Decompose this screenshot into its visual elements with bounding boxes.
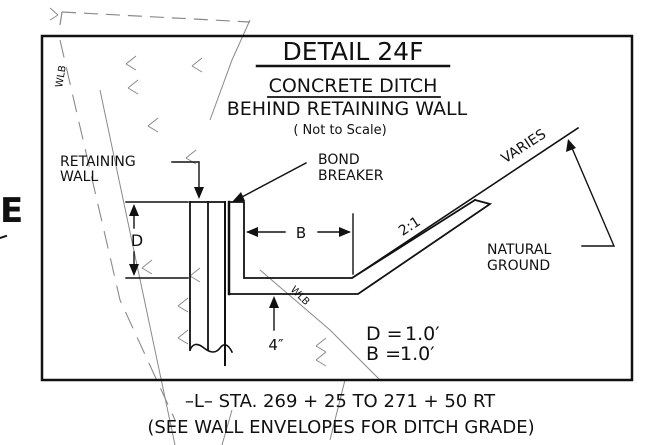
retaining-wall <box>188 201 234 366</box>
bond-breaker-label-1: BOND <box>318 152 360 168</box>
detail-title: DETAIL 24F <box>283 37 424 66</box>
bond-breaker-leader <box>232 162 307 202</box>
wlb-label-1: WLB <box>54 64 69 88</box>
dimension-4in <box>269 296 279 331</box>
background-survey-lines <box>59 11 381 445</box>
b-equals: B = <box>366 343 401 365</box>
retaining-wall-label-2: WALL <box>60 169 98 185</box>
d-value: 1.0′ <box>405 323 440 345</box>
dim-4in-label: 4″ <box>268 336 284 354</box>
dimension-d <box>125 201 189 279</box>
natural-ground-label-2: GROUND <box>487 258 550 274</box>
bond-breaker-label-2: BREAKER <box>318 168 384 184</box>
retaining-wall-leader <box>171 161 204 199</box>
detail-subtitle-line2: BEHIND RETAINING WALL <box>227 98 468 120</box>
background-arrow-marks <box>49 7 327 367</box>
natural-ground-leader <box>566 139 616 247</box>
left-cutoff-letter: E <box>0 191 23 231</box>
concrete-ditch <box>228 198 493 295</box>
natural-ground-label-1: NATURAL <box>487 242 551 258</box>
retaining-wall-label-1: RETAINING <box>60 154 136 170</box>
dimension-b <box>246 213 354 275</box>
detail-frame <box>40 34 634 382</box>
left-cutoff-mark <box>0 234 8 240</box>
b-value: 1.0′ <box>400 343 435 365</box>
dim-d-label: D <box>131 231 143 250</box>
scale-note: ( Not to Scale) <box>293 123 386 138</box>
dim-b-label: B <box>296 224 306 242</box>
station-note-line1: –L– STA. 269 + 25 TO 271 + 50 RT <box>185 391 496 412</box>
d-equals: D = <box>366 323 403 345</box>
detail-subtitle-line1: CONCRETE DITCH <box>269 75 438 97</box>
varies-label: VARIES <box>499 126 550 167</box>
wall-break-line <box>188 343 234 354</box>
natural-ground-line <box>350 126 580 280</box>
station-note-line2: (SEE WALL ENVELOPES FOR DITCH GRADE) <box>147 417 534 438</box>
